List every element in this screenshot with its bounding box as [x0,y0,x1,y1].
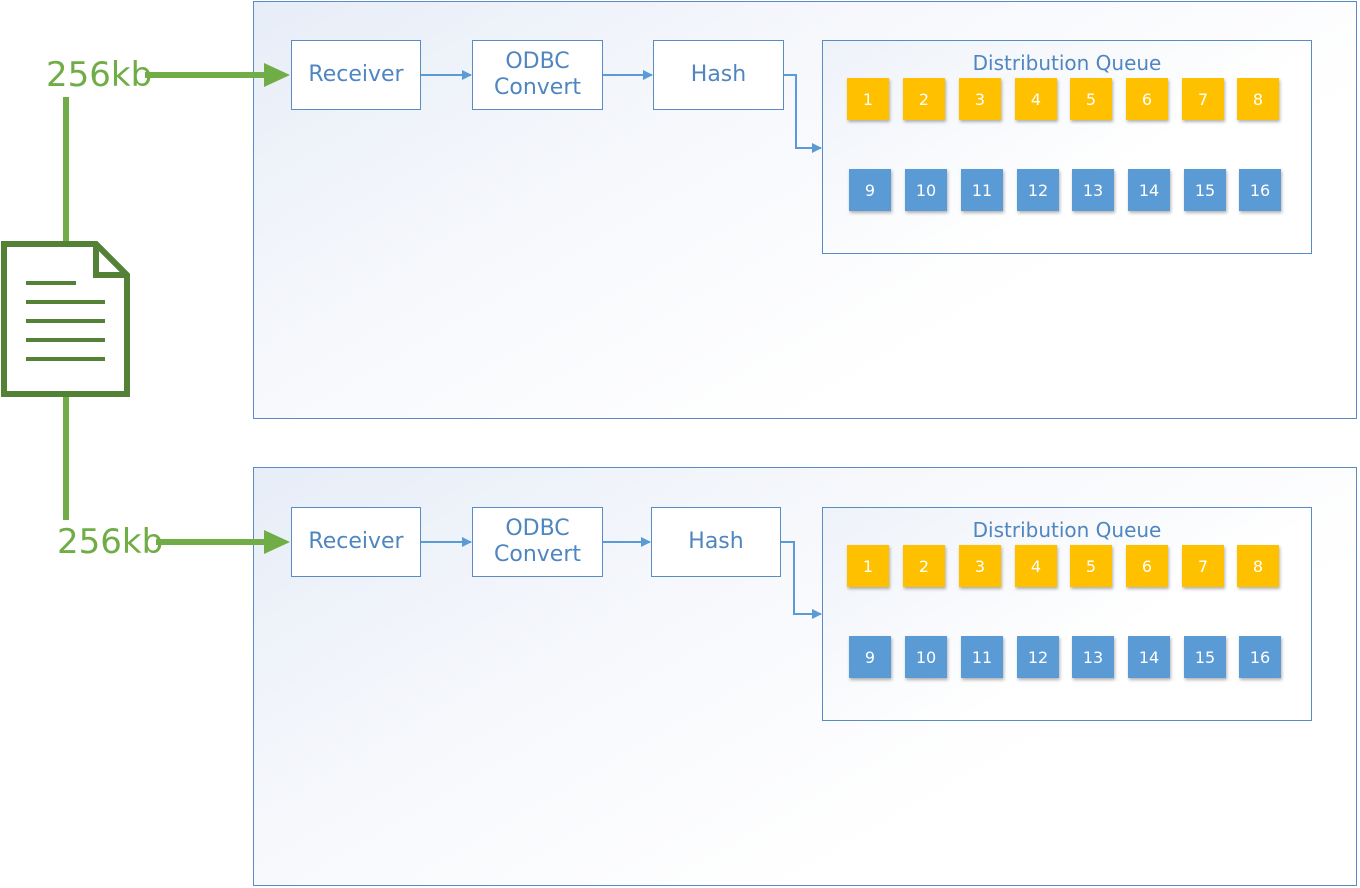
hash-stage-2: Hash [651,507,781,577]
queue-slot: 9 [849,636,891,678]
input-size-label-2: 256kb [57,522,164,562]
queue-slot: 2 [903,545,945,587]
queue-slot: 3 [959,545,1001,587]
odbc-convert-stage-label: ODBC Convert [494,515,581,567]
queue-slot: 5 [1070,78,1112,120]
queue-slot: 3 [959,78,1001,120]
queue-slot: 15 [1184,636,1226,678]
queue-slot: 16 [1239,636,1281,678]
odbc-convert-stage-2: ODBC Convert [472,507,603,577]
hash-stage-label: Hash [690,61,747,87]
queue-slot: 11 [961,636,1003,678]
queue-slot: 7 [1182,78,1224,120]
receiver-stage-label: Receiver [308,61,404,87]
document-icon [1,241,130,397]
queue-slot: 15 [1184,169,1226,211]
queue-slot: 8 [1237,545,1279,587]
queue-slot: 1 [847,78,889,120]
queue-slot: 1 [847,545,889,587]
queue-slot: 4 [1015,545,1057,587]
queue-slot: 16 [1239,169,1281,211]
queue-slot: 8 [1237,78,1279,120]
queue-slot: 10 [905,169,947,211]
queue-slot: 14 [1128,169,1170,211]
queue-slot: 2 [903,78,945,120]
input-size-label-1: 256kb [46,55,153,95]
queue-slot: 13 [1072,169,1114,211]
odbc-convert-stage-1: ODBC Convert [472,40,603,110]
distribution-queue-title: Distribution Queue [972,518,1162,542]
queue-slot: 10 [905,636,947,678]
odbc-convert-stage-label: ODBC Convert [494,48,581,100]
distribution-queue-title: Distribution Queue [972,51,1162,75]
queue-slot: 5 [1070,545,1112,587]
receiver-stage-1: Receiver [291,40,421,110]
queue-slot: 12 [1017,636,1059,678]
queue-slot: 7 [1182,545,1224,587]
hash-stage-label: Hash [688,528,744,554]
receiver-stage-label: Receiver [308,528,404,554]
queue-slot: 13 [1072,636,1114,678]
queue-slot: 6 [1126,545,1168,587]
queue-slot: 11 [961,169,1003,211]
queue-slot: 12 [1017,169,1059,211]
hash-stage-1: Hash [653,40,784,110]
queue-slot: 9 [849,169,891,211]
queue-slot: 14 [1128,636,1170,678]
receiver-stage-2: Receiver [291,507,421,577]
queue-slot: 4 [1015,78,1057,120]
queue-slot: 6 [1126,78,1168,120]
